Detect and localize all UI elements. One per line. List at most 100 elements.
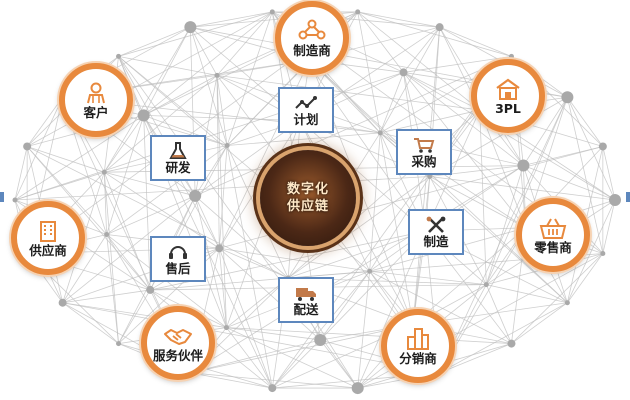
mesh-node [367,268,373,274]
node-customer: 客户 [59,63,133,137]
mesh-line [227,132,381,146]
mesh-line [194,195,289,279]
box-after-sales: 售后 [150,236,206,282]
box-plan: 计划 [278,87,334,133]
mesh-line [216,11,273,76]
mesh-line [118,56,227,328]
mesh-line [118,56,145,116]
line-chart-icon [295,95,317,109]
mesh-line [439,26,512,57]
mesh-line [319,270,370,341]
node-label: 制造商 [293,42,331,58]
mesh-line [486,284,568,304]
mesh-line [27,146,105,173]
mesh-line [439,97,568,373]
mesh-line [226,327,321,341]
mesh-line [190,372,273,389]
mesh-line [190,372,358,389]
node-label: 分销商 [399,350,437,366]
mesh-node [600,251,606,257]
mesh-line [567,97,616,201]
mesh-line [194,195,227,328]
mesh-node [377,130,383,136]
mesh-node [137,109,150,122]
box-label: 配送 [293,301,319,317]
mesh-line [369,270,512,344]
tools-icon [426,216,446,233]
mesh-node [268,384,277,393]
mesh-line [62,289,151,304]
mesh-node [58,298,67,307]
mesh-line [14,176,430,201]
core-title-line2: 供应链 [286,199,329,214]
node-label: 3PL [495,100,521,116]
node-label: 供应商 [29,242,67,258]
mesh-line [357,230,426,389]
mesh-line [357,11,481,111]
mesh-line [104,171,196,197]
mesh-line [218,120,301,249]
mesh-line [429,176,526,229]
mesh-node [104,231,110,237]
mesh-line [219,247,370,272]
node-supplier: 供应商 [11,201,85,275]
mesh-line [485,97,568,285]
mesh-line [226,145,289,279]
mesh-node [116,53,122,59]
mesh-line [272,339,321,389]
mesh-line [190,26,218,76]
mesh-line [226,59,311,146]
mesh-node [355,9,361,15]
mesh-line [319,230,426,341]
mesh-node [269,9,275,15]
mesh-line [194,145,228,197]
node-manufacturer: 制造商 [275,1,349,75]
mesh-line [14,72,404,201]
node-label: 零售商 [534,239,572,255]
mesh-line [26,146,107,235]
mesh-line [218,248,273,389]
mesh-line [226,145,273,389]
mesh-line [106,145,228,235]
mesh-line [403,72,616,201]
mesh-line [412,227,526,325]
warehouse-icon [496,78,520,100]
mesh-line [369,270,487,285]
mesh-line [118,289,151,344]
mesh-line [216,75,228,146]
mesh-line [216,74,480,111]
mesh-line [369,132,381,272]
mesh-line [602,199,616,254]
mesh-line [143,115,151,290]
mesh-node [214,72,220,78]
box-label: 售后 [165,260,191,276]
mesh-node [483,282,489,288]
node-service-partner: 服务伙伴 [141,306,215,380]
box-rnd: 研发 [150,135,206,181]
mesh-line [118,26,191,57]
mesh-line [143,115,228,146]
mesh-node [564,300,570,306]
mesh-line [479,109,527,228]
mesh-line [479,110,487,285]
digital-supply-chain-core: 数字化 供应链 [260,150,356,246]
mesh-line [403,26,440,73]
mesh-line [412,27,441,325]
mesh-line [288,270,370,279]
mesh-line [26,97,63,147]
mesh-line [62,234,107,303]
mesh-line [103,172,119,344]
mesh-node [517,159,530,172]
mesh-line [439,302,568,374]
mesh-line [189,27,228,146]
mesh-line [403,72,524,166]
mesh-line [194,56,512,197]
mesh-line [357,11,440,28]
cart-icon [414,137,435,153]
mesh-line [357,11,381,133]
mesh-node [561,91,574,104]
mesh-node [598,142,607,151]
mesh-line [194,195,220,249]
mesh-line [103,26,191,173]
